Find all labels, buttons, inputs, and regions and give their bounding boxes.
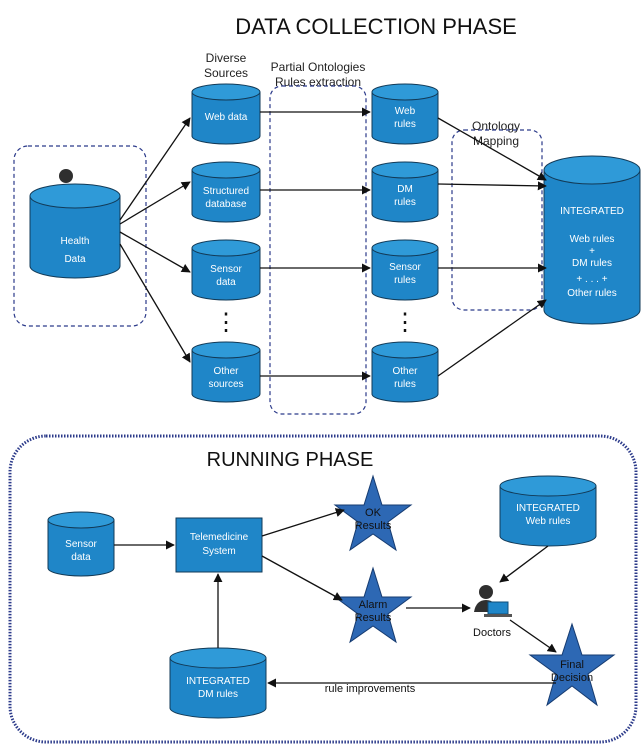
arrow-otherrules-to-integrated <box>437 299 547 377</box>
source-structured-database: Structured database <box>191 161 261 223</box>
doctors-label: Doctors <box>473 627 511 639</box>
final-decision-label-1: Final <box>560 659 584 671</box>
integrated-line-4: + . . . + <box>576 274 607 285</box>
running-sensor-label-2: data <box>71 552 91 563</box>
running-phase-box <box>8 434 638 744</box>
ontology-mapping-group <box>451 129 543 311</box>
running-phase-title: RUNNING PHASE <box>207 449 374 471</box>
rules-sensor-label-2: rules <box>394 275 416 286</box>
source-web-data-label: Web data <box>205 112 248 123</box>
arrow-health-to-sensor <box>119 231 191 273</box>
integrated-rules-cylinder: INTEGRATED Web rules + DM rules + . . . … <box>543 155 641 325</box>
ok-results-label-2: Results <box>355 520 392 532</box>
source-other-label-2: sources <box>208 379 243 390</box>
ontology-mapping-label-1: Ontology <box>472 119 520 133</box>
health-data-label-1: Health <box>61 236 90 247</box>
doctor-at-laptop-icon <box>474 585 512 617</box>
ok-results-label-1: OK <box>365 507 382 519</box>
final-decision-star: Final Decision <box>528 622 616 707</box>
arrow-dmrules-to-integrated <box>437 181 547 191</box>
source-structured-label-2: database <box>205 199 247 210</box>
integrated-line-2: + <box>589 246 595 257</box>
arrow-health-to-web <box>119 117 191 221</box>
source-sensor-label-1: Sensor <box>210 264 242 275</box>
rules-web: Web rules <box>371 83 439 145</box>
integrated-web-rules-cylinder: INTEGRATED Web rules <box>499 475 597 547</box>
rules-other: Other rules <box>371 341 439 403</box>
health-data-cylinder: Health Data <box>29 183 121 279</box>
partial-ontologies-label-2: Rules extraction <box>275 75 361 89</box>
arrow-health-to-other <box>119 243 191 363</box>
telemedicine-label-1: Telemedicine <box>190 532 249 543</box>
rules-dm-label-2: rules <box>394 197 416 208</box>
diverse-sources-label-2: Sources <box>204 66 248 80</box>
collection-phase-title: DATA COLLECTION PHASE <box>235 14 517 39</box>
alarm-results-label-1: Alarm <box>359 599 388 611</box>
integrated-line-1: Web rules <box>570 234 615 245</box>
diverse-sources-label-1: Diverse <box>206 51 247 65</box>
integrated-dm-rules-cylinder: INTEGRATED DM rules <box>169 647 267 719</box>
alarm-results-star: Alarm Results <box>333 566 413 644</box>
ok-results-star: OK Results <box>333 474 413 552</box>
telemedicine-label-2: System <box>202 546 235 557</box>
telemedicine-system: Telemedicine System <box>175 517 263 573</box>
arrow-webrules-to-doctors <box>499 545 549 583</box>
rule-improvements-label: rule improvements <box>325 683 416 695</box>
ontology-mapping-label-2: Mapping <box>473 134 519 148</box>
source-other-label-1: Other <box>213 366 239 377</box>
rules-web-label-2: rules <box>394 119 416 130</box>
rules-other-label-2: rules <box>394 379 416 390</box>
rules-dm-label-1: DM <box>397 184 413 195</box>
arrow-webrules-to-integrated <box>437 117 547 181</box>
final-decision-label-2: Decision <box>551 672 593 684</box>
source-other-sources: Other sources <box>191 341 261 403</box>
integrated-dm-label-2: DM rules <box>198 689 238 700</box>
running-sensor-label-1: Sensor <box>65 539 97 550</box>
source-web-data: Web data <box>191 83 261 145</box>
source-structured-label-1: Structured <box>203 186 249 197</box>
rules-web-label-1: Web <box>395 106 416 117</box>
sources-ellipsis: ⋮ <box>214 309 238 336</box>
health-data-group <box>13 145 147 327</box>
arrow-doctors-to-decision <box>509 619 557 653</box>
rules-sensor: Sensor rules <box>371 239 439 301</box>
source-sensor-data: Sensor data <box>191 239 261 301</box>
source-sensor-label-2: data <box>216 277 236 288</box>
integrated-title: INTEGRATED <box>560 206 624 217</box>
partial-ontologies-label-1: Partial Ontologies <box>271 60 366 74</box>
running-sensor-data: Sensor data <box>47 511 115 577</box>
arrow-telemedicine-to-ok <box>261 508 345 537</box>
rules-other-label-1: Other <box>392 366 418 377</box>
integrated-line-5: Other rules <box>567 288 616 299</box>
integrated-line-3: DM rules <box>572 258 612 269</box>
integrated-web-label-2: Web rules <box>526 516 571 527</box>
partial-ontologies-group <box>269 85 367 415</box>
arrow-health-to-structured <box>119 181 191 225</box>
arrow-telemedicine-to-alarm <box>261 555 343 601</box>
integrated-dm-label-1: INTEGRATED <box>186 676 250 687</box>
health-data-label-2: Data <box>64 254 86 265</box>
rules-sensor-label-1: Sensor <box>389 262 421 273</box>
integrated-web-label-1: INTEGRATED <box>516 503 580 514</box>
alarm-results-label-2: Results <box>355 612 392 624</box>
rules-dm: DM rules <box>371 161 439 223</box>
rules-ellipsis: ⋮ <box>393 309 417 336</box>
